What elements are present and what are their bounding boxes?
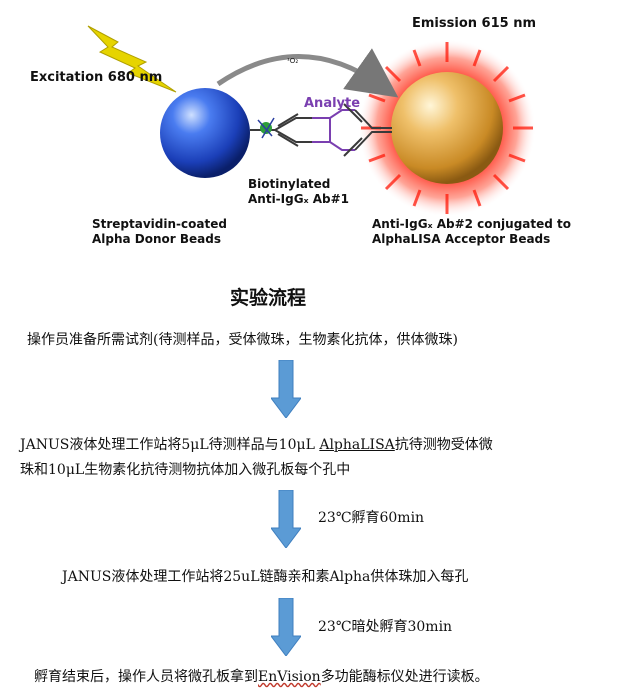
- incubation-2-label: 23℃暗处孵育30min: [318, 619, 453, 635]
- flow-step-4-text-c: 多功能酶标仪处进行读板。: [320, 669, 489, 685]
- down-arrow-icon: [271, 490, 301, 548]
- down-arrow-icon: [271, 360, 301, 418]
- biotin-mark: [257, 117, 275, 139]
- analyte-label: Analyte: [304, 96, 361, 111]
- flow-step-1: 操作员准备所需试剂(待测样品，受体微珠，生物素化抗体，供体微珠): [27, 332, 458, 348]
- excitation-label: Excitation 680 nm: [30, 70, 163, 85]
- flow-title: 实验流程: [230, 287, 307, 309]
- antibody-2: [343, 103, 392, 157]
- flow-step-2-line1: JANUS液体处理工作站将5μL待测样品与10μL AlphaLISA抗待测物受…: [20, 434, 493, 456]
- flow-step-2-text-c: 抗待测物受体微: [394, 437, 493, 453]
- flow-step-3: JANUS液体处理工作站将25uL链酶亲和素Alpha供体珠加入每孔: [62, 569, 469, 585]
- flow-step-4-text-b: EnVision: [258, 669, 321, 685]
- analyte-molecule: [312, 109, 355, 151]
- donor-label-line2: Alpha Donor Beads: [92, 232, 222, 246]
- lightning-icon: [87, 25, 177, 93]
- alpha-assay-diagram: [87, 25, 535, 216]
- flow-step-2-text-b: AlphaLISA: [319, 437, 395, 453]
- singlet-oxygen-arc: [216, 48, 399, 98]
- flow-step-2-line2: 珠和10μL生物素化抗待测物抗体加入微孔板每个孔中: [20, 462, 351, 478]
- down-arrow-icon: [271, 598, 301, 656]
- donor-label-line1: Streptavidin-coated: [92, 217, 227, 231]
- flow-step-4: 孵育结束后，操作人员将微孔板拿到EnVision多功能酶标仪处进行读板。: [34, 666, 489, 688]
- acceptor-label-line1: Anti-IgGₓ Ab#2 conjugated to: [372, 217, 572, 231]
- donor-bead: [160, 88, 250, 178]
- antibody-1: [250, 113, 312, 147]
- antibody-1-label-line1: Biotinylated: [248, 177, 331, 191]
- flow-step-4-text-a: 孵育结束后，操作人员将微孔板拿到: [34, 669, 258, 685]
- flow-step-2-text-a: JANUS液体处理工作站将5μL待测样品与10μL: [20, 437, 320, 453]
- antibody-1-label-line2: Anti-IgGₓ Ab#1: [248, 192, 349, 206]
- acceptor-label-line2: AlphaLISA Acceptor Beads: [372, 232, 551, 246]
- singlet-oxygen-label: ¹O₂: [287, 57, 299, 65]
- acceptor-bead: [391, 72, 503, 184]
- incubation-1-label: 23℃孵育60min: [318, 510, 425, 526]
- emission-label: Emission 615 nm: [412, 16, 536, 31]
